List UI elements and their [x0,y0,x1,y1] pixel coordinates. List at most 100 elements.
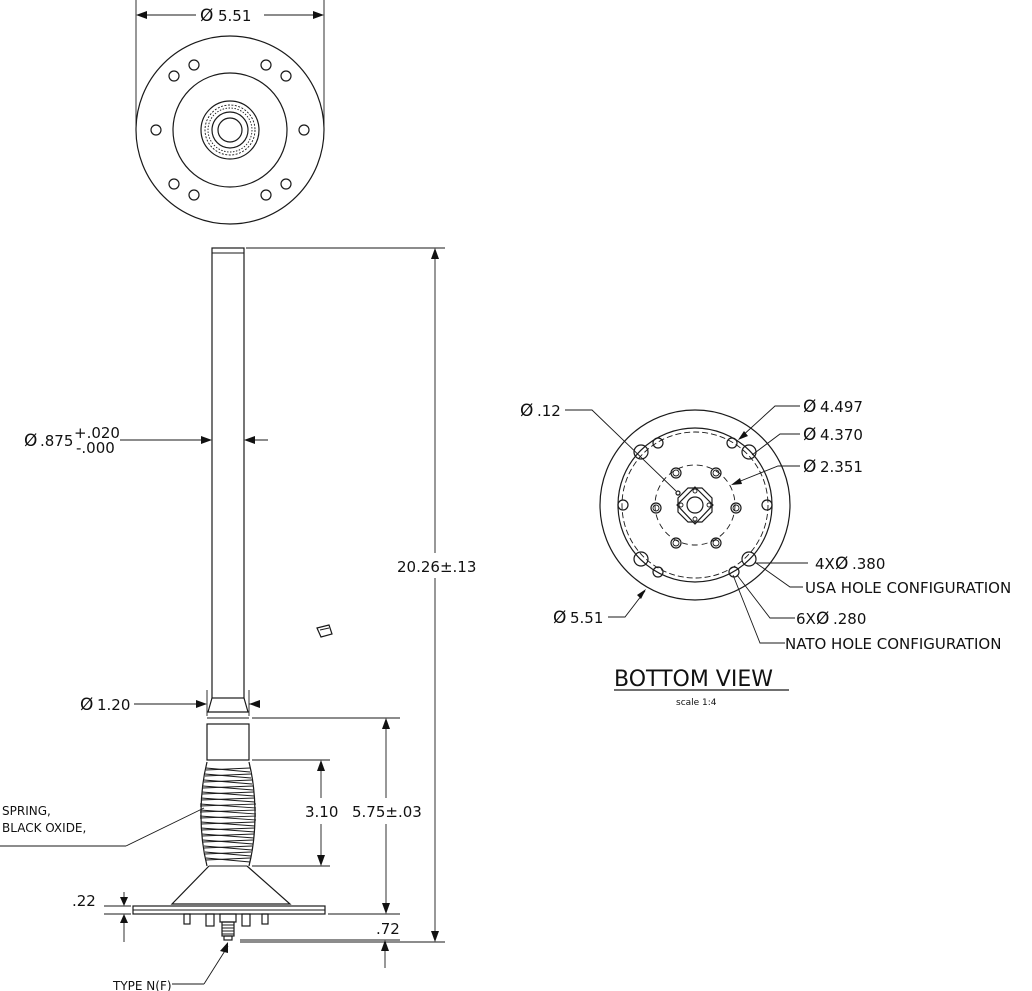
usa-hole-dia-symbol: Ø [835,554,848,574]
nato-config-label: NATO HOLE CONFIGURATION [785,635,1001,653]
mount-hole [168,70,180,82]
inner-hole-core [672,539,680,547]
small-hole [675,490,681,496]
flange-screw [692,488,698,494]
arrowhead [382,718,390,729]
bc-inner-dia-value: 2.351 [820,458,863,476]
connector-flange [676,486,714,525]
bolt-head [205,913,215,927]
nato-hole [617,499,629,511]
base-cone-outline [172,72,288,188]
leader-line [125,807,205,847]
flange-screw [692,516,698,522]
whip-outer [211,111,249,149]
usa-hole-dia-value: .380 [852,555,885,573]
whip-dia-tol-plus: +.020 [74,424,120,442]
usa-hole [741,444,757,460]
connector-center [686,496,704,514]
usa-hole [633,551,649,567]
arrowhead [201,436,212,444]
inner-hole [710,467,722,479]
arrowhead [136,11,147,19]
leader-line [203,945,229,985]
small-hole-dia-symbol: Ø [520,401,533,421]
top-dia-symbol: Ø [200,6,213,26]
leader-line [732,465,800,485]
mount-hole [260,59,272,71]
bolt-head [261,913,269,925]
base-length-label: 5.75±.03 [352,803,422,821]
arrowhead [431,248,439,259]
arrowhead [317,855,325,866]
arrowhead [738,431,748,440]
usa-hole [633,444,649,460]
usa-config-label: USA HOLE CONFIGURATION [805,579,1011,597]
mount-hole [168,178,180,190]
nato-hole [652,566,664,578]
overall-length-label: 20.26±.13 [397,558,476,576]
nato-hole [652,437,664,449]
flange-outer [599,409,791,601]
bottom-view: Ø .12 Ø 4.497 Ø 4.370 Ø 2.351 4X Ø .380 … [520,397,1011,708]
nato-hole [761,499,773,511]
spring-length-label: 3.10 [305,803,338,821]
top-view: Ø 5.51 [135,0,325,225]
leader-line [751,433,800,456]
usa-hole [741,551,757,567]
inner-hole [670,537,682,549]
connector-pin [223,935,233,941]
connector-thread [222,924,234,935]
inner-hole [710,537,722,549]
inner-hole-core [712,469,720,477]
ferrule-dia-symbol: Ø [80,695,93,715]
arrowhead [431,931,439,942]
small-nut-part [316,624,333,638]
bottom-view-title: BOTTOM VIEW [614,667,773,692]
arrowhead [196,700,207,708]
arrowhead [382,903,390,914]
spring-label-line-1: SPRING, [2,804,51,818]
arrowhead [317,760,325,771]
inner-hole-core [732,504,740,512]
ferrule-dia-value: 1.20 [97,696,130,714]
spring-coil [207,107,253,153]
bottom-view-scale: scale 1:4 [676,698,717,708]
connector-body [219,913,237,923]
bolt-head [183,913,191,925]
mount-hole [188,189,200,201]
arrowhead [381,940,389,951]
bc-inner-dia-symbol: Ø [803,457,816,477]
ferrule-top [207,697,249,713]
arrowhead [220,942,228,953]
flange-screw [706,502,712,508]
inner-hole-core [652,504,660,512]
leader-line [565,409,677,492]
mount-hole [280,70,292,82]
mount-hole [188,59,200,71]
top-dia-value: 5.51 [218,7,251,25]
leader-line [732,574,785,644]
nato-hole [726,437,738,449]
bolt-circle-outer [617,427,773,583]
bc-outer-dia-value: 4.497 [820,398,863,416]
connector-height-label: .72 [376,920,400,938]
arrowhead [313,11,324,19]
leader-line [755,562,803,588]
whip-dia-symbol: Ø [24,431,37,451]
inner-hole-core [672,469,680,477]
connector-type-label: TYPE N(F) [112,979,172,991]
bolt-head [241,913,251,927]
nato-hole-dia-value: .280 [833,610,866,628]
mount-hole [260,189,272,201]
whip-inner [217,117,243,143]
ferrule-body [206,723,250,761]
bc-usa-dia-symbol: Ø [803,425,816,445]
outer-dia-value: 5.51 [570,609,603,627]
whip-dia-tol-minus: -.000 [76,439,115,457]
outer-dia-symbol: Ø [553,608,566,628]
base-cone [170,865,292,905]
inner-hole [730,502,742,514]
plate-thickness-label: .22 [72,892,96,910]
arrowhead [731,478,742,485]
